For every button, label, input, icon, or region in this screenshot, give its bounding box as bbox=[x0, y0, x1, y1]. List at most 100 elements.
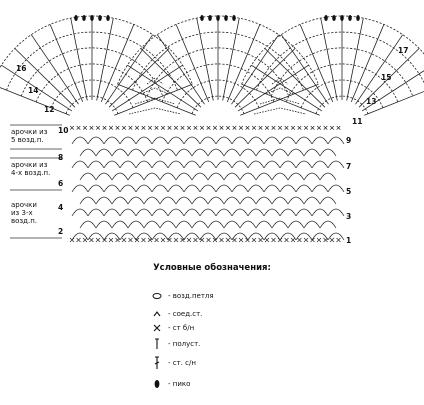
single-crochet-mark bbox=[160, 237, 166, 243]
double-crochet-spoke bbox=[350, 24, 385, 103]
chain-arch bbox=[167, 184, 185, 193]
single-crochet-mark bbox=[180, 237, 185, 243]
picot-mark bbox=[332, 15, 336, 21]
chain-arch bbox=[215, 136, 233, 145]
arch-note-4-chains: арочки из 4-х возд.п. bbox=[11, 161, 50, 177]
single-crochet-mark bbox=[238, 125, 244, 130]
double-crochet-spoke bbox=[237, 64, 309, 112]
row-number-2: 2 bbox=[58, 227, 64, 236]
single-crochet-mark bbox=[108, 237, 114, 243]
chain-arch bbox=[223, 172, 241, 181]
chain-arch bbox=[207, 196, 225, 205]
chain-arch bbox=[215, 232, 233, 241]
chain-arch bbox=[95, 220, 113, 229]
chain-arch bbox=[191, 220, 209, 229]
chain-arch bbox=[255, 220, 273, 229]
chain-arch bbox=[143, 148, 161, 157]
row-number-5: 5 bbox=[346, 187, 352, 196]
chain-arch bbox=[143, 172, 161, 181]
double-crochet-spoke bbox=[196, 18, 214, 101]
picot-mark bbox=[232, 15, 236, 21]
chain-arch bbox=[255, 196, 273, 205]
chain-arch bbox=[271, 196, 289, 205]
chain-arch bbox=[231, 184, 249, 193]
single-crochet-mark bbox=[128, 125, 133, 130]
chain-arch bbox=[151, 136, 169, 145]
chain-arch bbox=[111, 220, 129, 229]
chain-arch bbox=[119, 184, 137, 193]
double-crochet-spoke bbox=[117, 83, 196, 116]
chain-arch bbox=[191, 148, 209, 157]
diamond-lace bbox=[134, 97, 176, 105]
chain-arch bbox=[183, 136, 201, 145]
chain-arch bbox=[143, 196, 161, 205]
chain-arch bbox=[271, 220, 289, 229]
chain-arch bbox=[175, 172, 193, 181]
diamond-lace bbox=[259, 97, 301, 105]
chain-arch bbox=[279, 208, 297, 217]
chain-arch bbox=[159, 196, 177, 205]
single-crochet-mark bbox=[186, 237, 192, 243]
picot-mark bbox=[324, 15, 328, 21]
double-crochet-spoke bbox=[222, 18, 240, 101]
chain-arch bbox=[303, 148, 321, 157]
chain-arch bbox=[247, 160, 265, 169]
single-crochet-mark bbox=[154, 237, 159, 243]
chain-arch bbox=[79, 220, 97, 229]
single-crochet-mark bbox=[206, 125, 211, 130]
single-crochet-mark bbox=[284, 237, 289, 243]
single-crochet-mark bbox=[89, 125, 94, 130]
chain-arch bbox=[295, 208, 313, 217]
single-crochet-mark bbox=[336, 125, 341, 130]
chain-arch bbox=[71, 232, 89, 241]
chain-arch bbox=[231, 136, 249, 145]
chain-arch bbox=[151, 232, 169, 241]
legend-item-slip-stitch: - соед.ст. bbox=[150, 307, 202, 321]
chain-arch bbox=[239, 148, 257, 157]
double-crochet-spoke bbox=[1, 64, 73, 112]
single-crochet-mark bbox=[69, 125, 75, 130]
chain-arch bbox=[271, 172, 289, 181]
single-crochet-mark bbox=[297, 237, 302, 243]
chain-arch bbox=[327, 208, 345, 217]
legend-label: - ст б/н bbox=[168, 324, 195, 332]
double-crochet-spoke bbox=[346, 18, 364, 101]
half-double-icon bbox=[150, 337, 164, 351]
chain-arch bbox=[71, 160, 89, 169]
fan-row bbox=[6, 31, 178, 91]
chain-arch bbox=[119, 208, 137, 217]
chain-arch bbox=[143, 220, 161, 229]
chain-arch bbox=[191, 196, 209, 205]
row-number-6: 6 bbox=[58, 179, 64, 188]
mesh-grid bbox=[69, 125, 345, 243]
single-crochet-mark bbox=[329, 237, 335, 243]
chain-arch bbox=[175, 196, 193, 205]
chain-arch bbox=[303, 196, 321, 205]
legend-title: Условные обозначения: bbox=[153, 263, 271, 273]
chain-arch bbox=[279, 136, 297, 145]
chain-arch bbox=[199, 136, 217, 145]
chain-arch bbox=[183, 184, 201, 193]
double-crochet-spoke bbox=[280, 34, 329, 105]
chain-arch bbox=[71, 136, 89, 145]
single-crochet-mark bbox=[76, 125, 81, 130]
single-crochet-mark bbox=[128, 237, 133, 243]
diamond-lace bbox=[128, 107, 182, 115]
chain-arch bbox=[167, 208, 185, 217]
single-crochet-mark bbox=[303, 237, 309, 243]
picot-mark bbox=[74, 15, 78, 21]
row-number-9: 9 bbox=[346, 136, 352, 145]
double-crochet-spoke bbox=[358, 48, 420, 108]
arch-note-line: арочки из bbox=[11, 161, 48, 169]
double-crochet-spoke bbox=[251, 64, 323, 112]
diamond-lace bbox=[253, 107, 307, 115]
single-crochet-mark bbox=[121, 237, 127, 243]
chain-arch bbox=[295, 184, 313, 193]
arch-note-line: из 3-х bbox=[11, 209, 33, 217]
picot-row bbox=[74, 15, 360, 21]
chain-arch bbox=[167, 136, 185, 145]
chain-arch bbox=[223, 220, 241, 229]
double-crochet-spoke bbox=[231, 34, 280, 105]
single-crochet-mark bbox=[232, 125, 237, 130]
arch-note-5-chains: арочки из 5 возд.п. bbox=[11, 128, 47, 144]
